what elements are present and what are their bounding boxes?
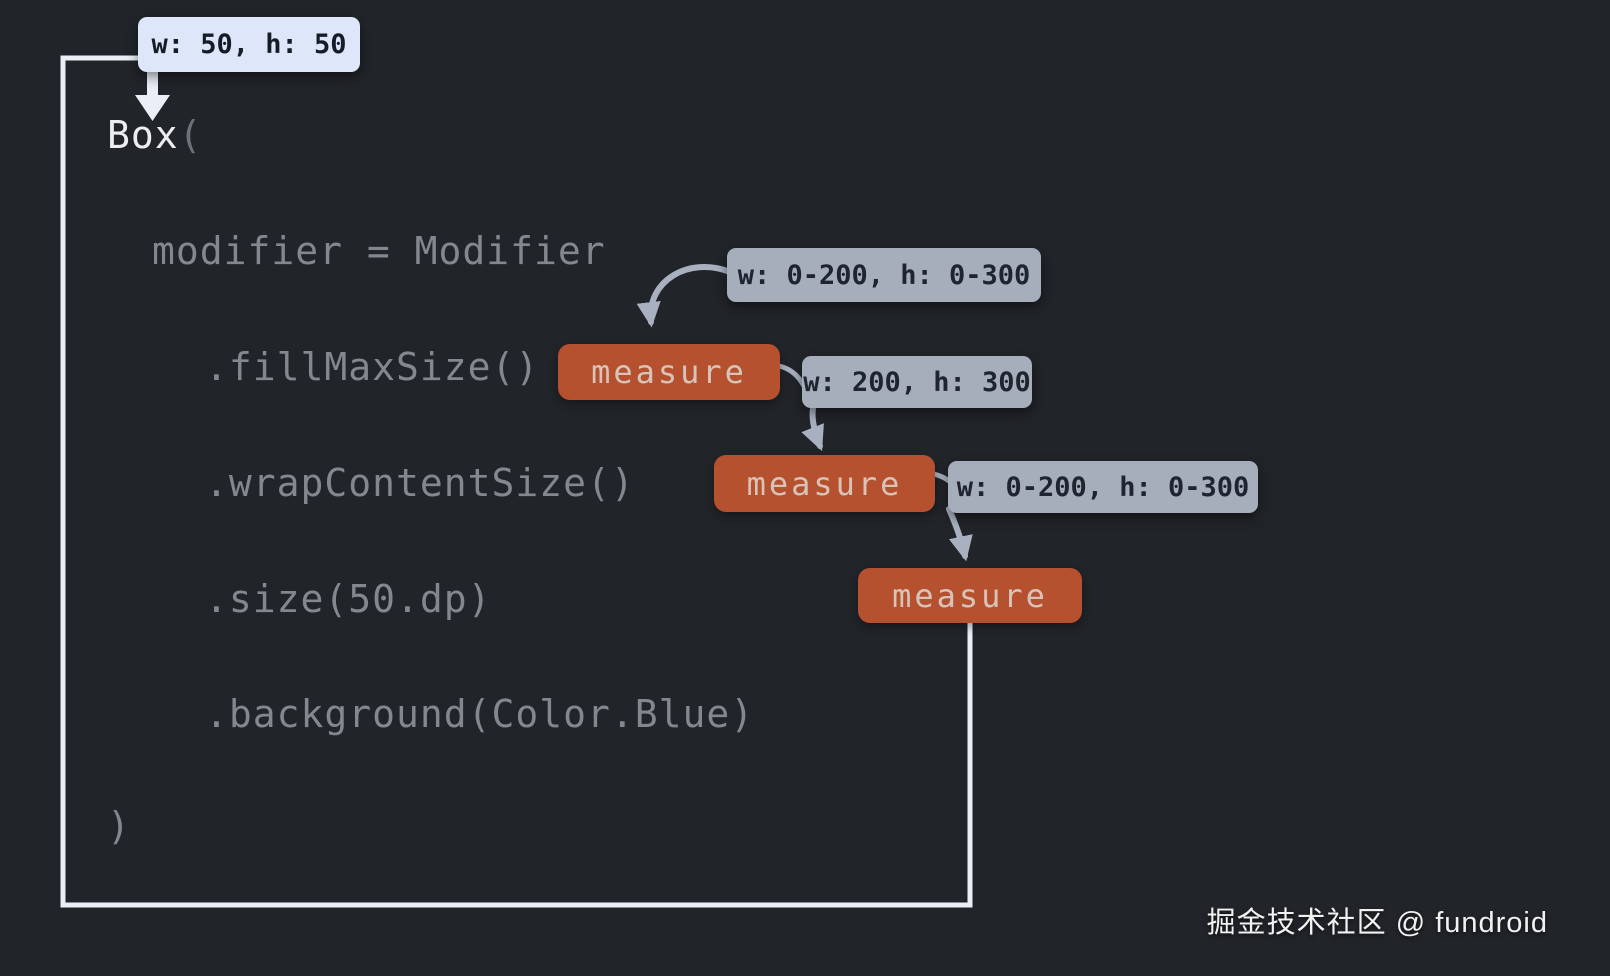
arrow-result-to-measure-wrap [801,405,824,452]
measure-box-fill: measure [558,344,780,400]
final-size-arrow-icon [135,70,170,121]
code-size: .size(50.dp) [205,577,492,621]
feedback-loop-line [60,55,973,908]
code-box-keyword: Box [107,113,179,157]
arrow-constraints-to-measure-fill [636,264,733,328]
code-background: .background(Color.Blue) [205,692,755,736]
measure-box-size: measure [858,568,1082,623]
code-close-paren: ) [107,804,131,848]
code-box-open: Box( [107,116,203,154]
code-box-paren: ( [178,113,203,157]
code-modifier-line: modifier = Modifier [152,229,606,273]
code-wrap-content-size: .wrapContentSize() [205,461,635,505]
badge-final-size: w: 50, h: 50 [138,17,360,72]
code-fill-max-size: .fillMaxSize() [205,345,540,389]
badge-constraints-wrap: w: 0-200, h: 0-300 [948,461,1258,513]
measure-box-wrap: measure [714,455,935,512]
watermark: 掘金技术社区 @ fundroid [1206,907,1548,939]
arrow-constraints-to-measure-size [946,506,973,562]
connector-measure-fill-to-result [776,363,807,389]
badge-result-fill: w: 200, h: 300 [802,356,1032,408]
badge-constraints-fill: w: 0-200, h: 0-300 [727,248,1041,302]
